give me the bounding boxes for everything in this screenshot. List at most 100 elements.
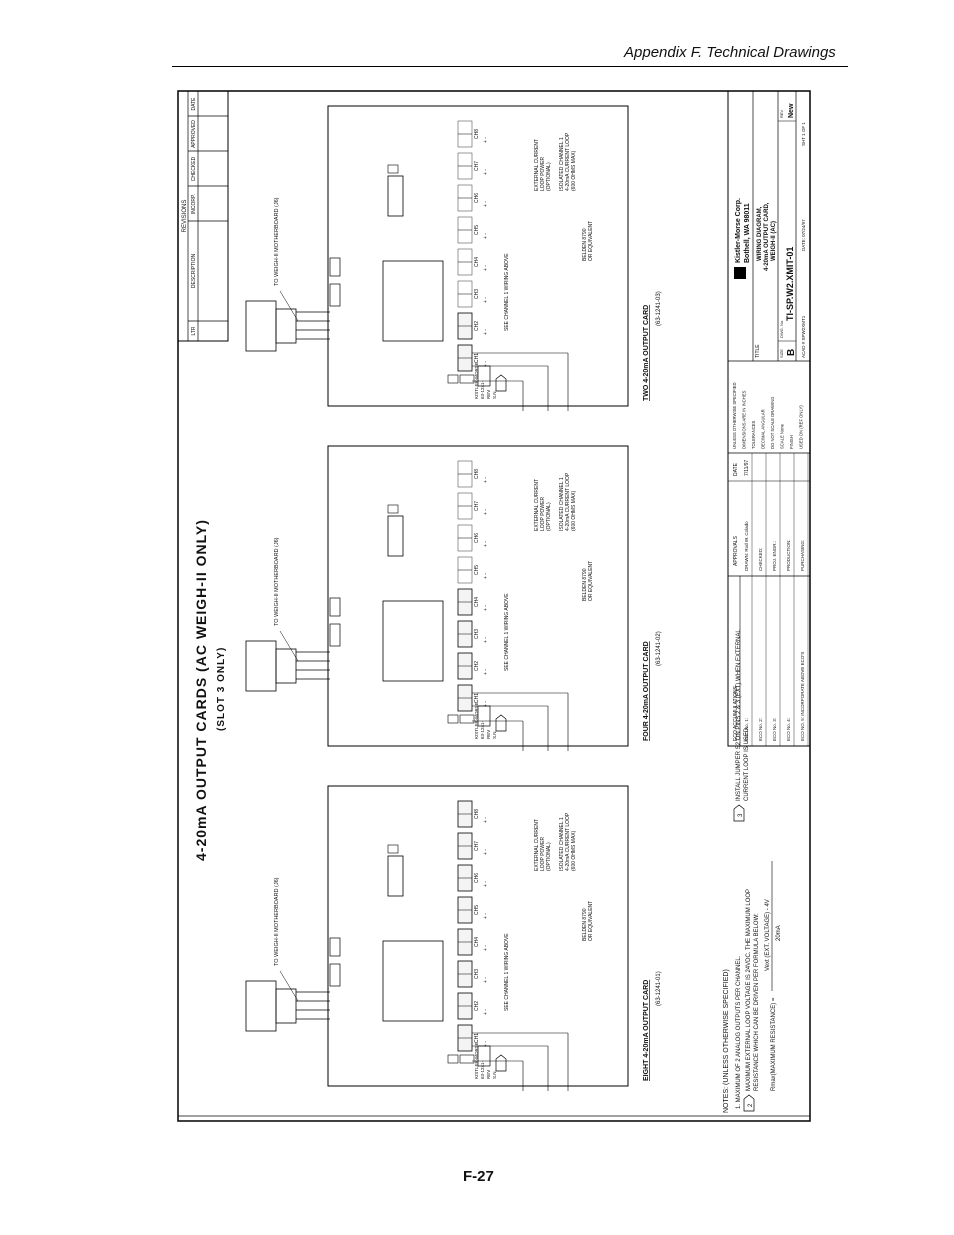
channel-label-3: CH3 [474, 969, 480, 979]
channel-label-5: CH5 [474, 905, 480, 915]
card-component [382, 600, 444, 682]
cable-line-1: BELDEN 8790 [582, 568, 588, 601]
ext-power-line-2: LOOP POWER [540, 157, 546, 191]
polarity-mark: + - [483, 1009, 489, 1015]
channel-label-6: CH6 [474, 873, 480, 883]
channel-label-7: CH7 [474, 161, 480, 171]
page-number: F-27 [463, 1168, 494, 1185]
tolerance-row-2: DIMENSIONS ARE IN INCHES [742, 390, 747, 449]
card-board [327, 105, 629, 407]
isolated-line-1: ISOLATED CHANNEL 1 [559, 817, 565, 871]
polarity-mark: + - [483, 329, 489, 335]
card-tag-part: 63-1241- [480, 720, 485, 739]
ext-power-line-3: (OPTIONAL) [546, 502, 552, 531]
polarity-mark: + - [483, 265, 489, 271]
company-city: Bothell, WA 98011 [744, 203, 751, 263]
rev-col-date: DATE [191, 97, 197, 111]
see-channel-1-note: SEE CHANNEL 1 WIRING ABOVE [504, 933, 510, 1011]
note-1: 1. MAXIMUM OF 2 ANALOG OUTPUTS PER CHANN… [736, 955, 742, 1109]
polarity-mark: + - [483, 669, 489, 675]
tolerance-row-1: UNLESS OTHERWISE SPECIFIED [732, 383, 737, 449]
cable-line-2: OR EQUIVALENT [588, 561, 594, 601]
eco-row-2: ECO No. 2: [758, 718, 763, 741]
card-tag-sn: S.N. [492, 1070, 497, 1079]
channel-label-7: CH7 [474, 501, 480, 511]
channel-label-1: CH1 [474, 353, 480, 363]
card-name: TWO 4-20mA OUTPUT CARD [643, 305, 650, 401]
polarity-mark: + - [483, 945, 489, 951]
eco-row-4: ECO No. 4: [786, 718, 791, 741]
output-card-1: TO WEIGH-II MOTHERBOARD (J6)KISTLER-MORS… [245, 785, 662, 1091]
see-channel-1-note: SEE CHANNEL 1 WIRING ABOVE [504, 253, 510, 331]
rev-col-checked: CHECKED [191, 156, 197, 181]
notes-heading: NOTES: (UNLESS OTHERWISE SPECIFIED) [723, 969, 730, 1113]
j6-header [329, 283, 341, 307]
isolated-line-3: (600 OHMS MAX) [571, 830, 577, 871]
motherboard-connector [245, 980, 277, 1032]
polarity-mark: + - [483, 297, 489, 303]
polarity-mark: + - [483, 509, 489, 515]
rev-col-approved: APPROVED [191, 120, 197, 148]
card-tag-part: 63-1241- [480, 1060, 485, 1079]
isolated-line-2: 4-20mA CURRENT LOOP [565, 812, 571, 871]
channel-label-2: CH2 [474, 1001, 480, 1011]
size-label: SIZE [779, 349, 784, 358]
ext-power-line-1: EXTERNAL CURRENT [534, 479, 540, 531]
isolated-line-3: (600 OHMS MAX) [571, 150, 577, 191]
eco-rows: ECO No. 1:ECO No. 2:ECO No. 3:ECO No. 4:… [744, 576, 809, 746]
tolerance-row-6: SCALE None [780, 423, 785, 449]
card-tag-rev: REV [486, 730, 491, 739]
dwg-no-label: DWG. No. [779, 320, 784, 338]
isolated-line-2: 4-20mA CURRENT LOOP [565, 132, 571, 191]
note-2-line-2: RESISTANCE WHICH CAN BE DRIVEN PER FORMU… [754, 913, 760, 1091]
see-channel-1-note: SEE CHANNEL 1 WIRING ABOVE [504, 593, 510, 671]
polarity-mark: + - [483, 233, 489, 239]
drawing-subtitle: (SLOT 3 ONLY) [216, 647, 227, 731]
card-board [327, 785, 629, 1087]
note-3-line-1: INSTALL JUMPER S2 ON PINS 2 & 3 (EXT) WH… [736, 629, 742, 801]
channel-label-4: CH4 [474, 597, 480, 607]
motherboard-connector [245, 300, 277, 352]
approval-row-2: CHECKED: [758, 548, 763, 571]
card-tag-sn: S.N. [492, 390, 497, 399]
card-tag-rev: REV [486, 1070, 491, 1079]
card-tag-sn: S.N. [492, 730, 497, 739]
channel-label-8: CH8 [474, 469, 480, 479]
channel-label-2: CH2 [474, 661, 480, 671]
card-part-number: (63-1241-03) [656, 291, 662, 326]
polarity-mark: + - [483, 361, 489, 367]
tolerance-row-8: USED ON (REF ONLY) [799, 405, 804, 449]
card-tag-maker: KISTLER-MORSE [474, 702, 479, 739]
formula-left: Rmax(MAXIMUM RESISTANCE) = [771, 997, 777, 1091]
output-card-3: TO WEIGH-II MOTHERBOARD (J6)KISTLER-MORS… [245, 105, 662, 411]
ext-power-line-1: EXTERNAL CURRENT [534, 139, 540, 191]
revisions-heading: REVISIONS [182, 200, 188, 233]
channel-label-6: CH6 [474, 193, 480, 203]
polarity-mark: + - [483, 849, 489, 855]
card-tag-rev: REV [486, 390, 491, 399]
polarity-mark: + - [483, 701, 489, 707]
km-logo-icon [734, 267, 746, 279]
eco-row-3: ECO No. 3: [772, 718, 777, 741]
rev-label: REV [779, 109, 784, 118]
approval-row-4: PRODUCTION: [786, 540, 791, 572]
approval-row-3: PROJ. ENGR.: [772, 541, 777, 571]
cable-line-2: OR EQUIVALENT [588, 901, 594, 941]
channel-label-2: CH2 [474, 321, 480, 331]
approval-row-1: DRAWN: Rod W. Colado [744, 521, 749, 571]
drawn-date: 7/11/97 [744, 459, 750, 476]
terminal-blocks: CH1+ -CH2+ -CH3+ -CH4+ -CH5+ -CH6+ -CH7+… [447, 460, 489, 724]
rev-col-ltr: LTR [191, 326, 197, 335]
company-name: Kistler-Morse Corp. [735, 198, 742, 263]
formula-numerator: Vext (EXT. VOLTAGE) - 4V [765, 899, 771, 971]
eco-heading: ECO ACCUMULATIONS [733, 685, 739, 741]
polarity-mark: + - [483, 977, 489, 983]
page-header-title: Appendix F. Technical Drawings [624, 44, 836, 61]
header-rule [172, 66, 848, 67]
channel-label-6: CH6 [474, 533, 480, 543]
ext-power-line-2: LOOP POWER [540, 497, 546, 531]
card-part-number: (63-1241-01) [656, 971, 662, 1006]
card-chip [387, 855, 404, 897]
cards-layer: TO WEIGH-II MOTHERBOARD (J6)KISTLER-MORS… [245, 105, 662, 1091]
